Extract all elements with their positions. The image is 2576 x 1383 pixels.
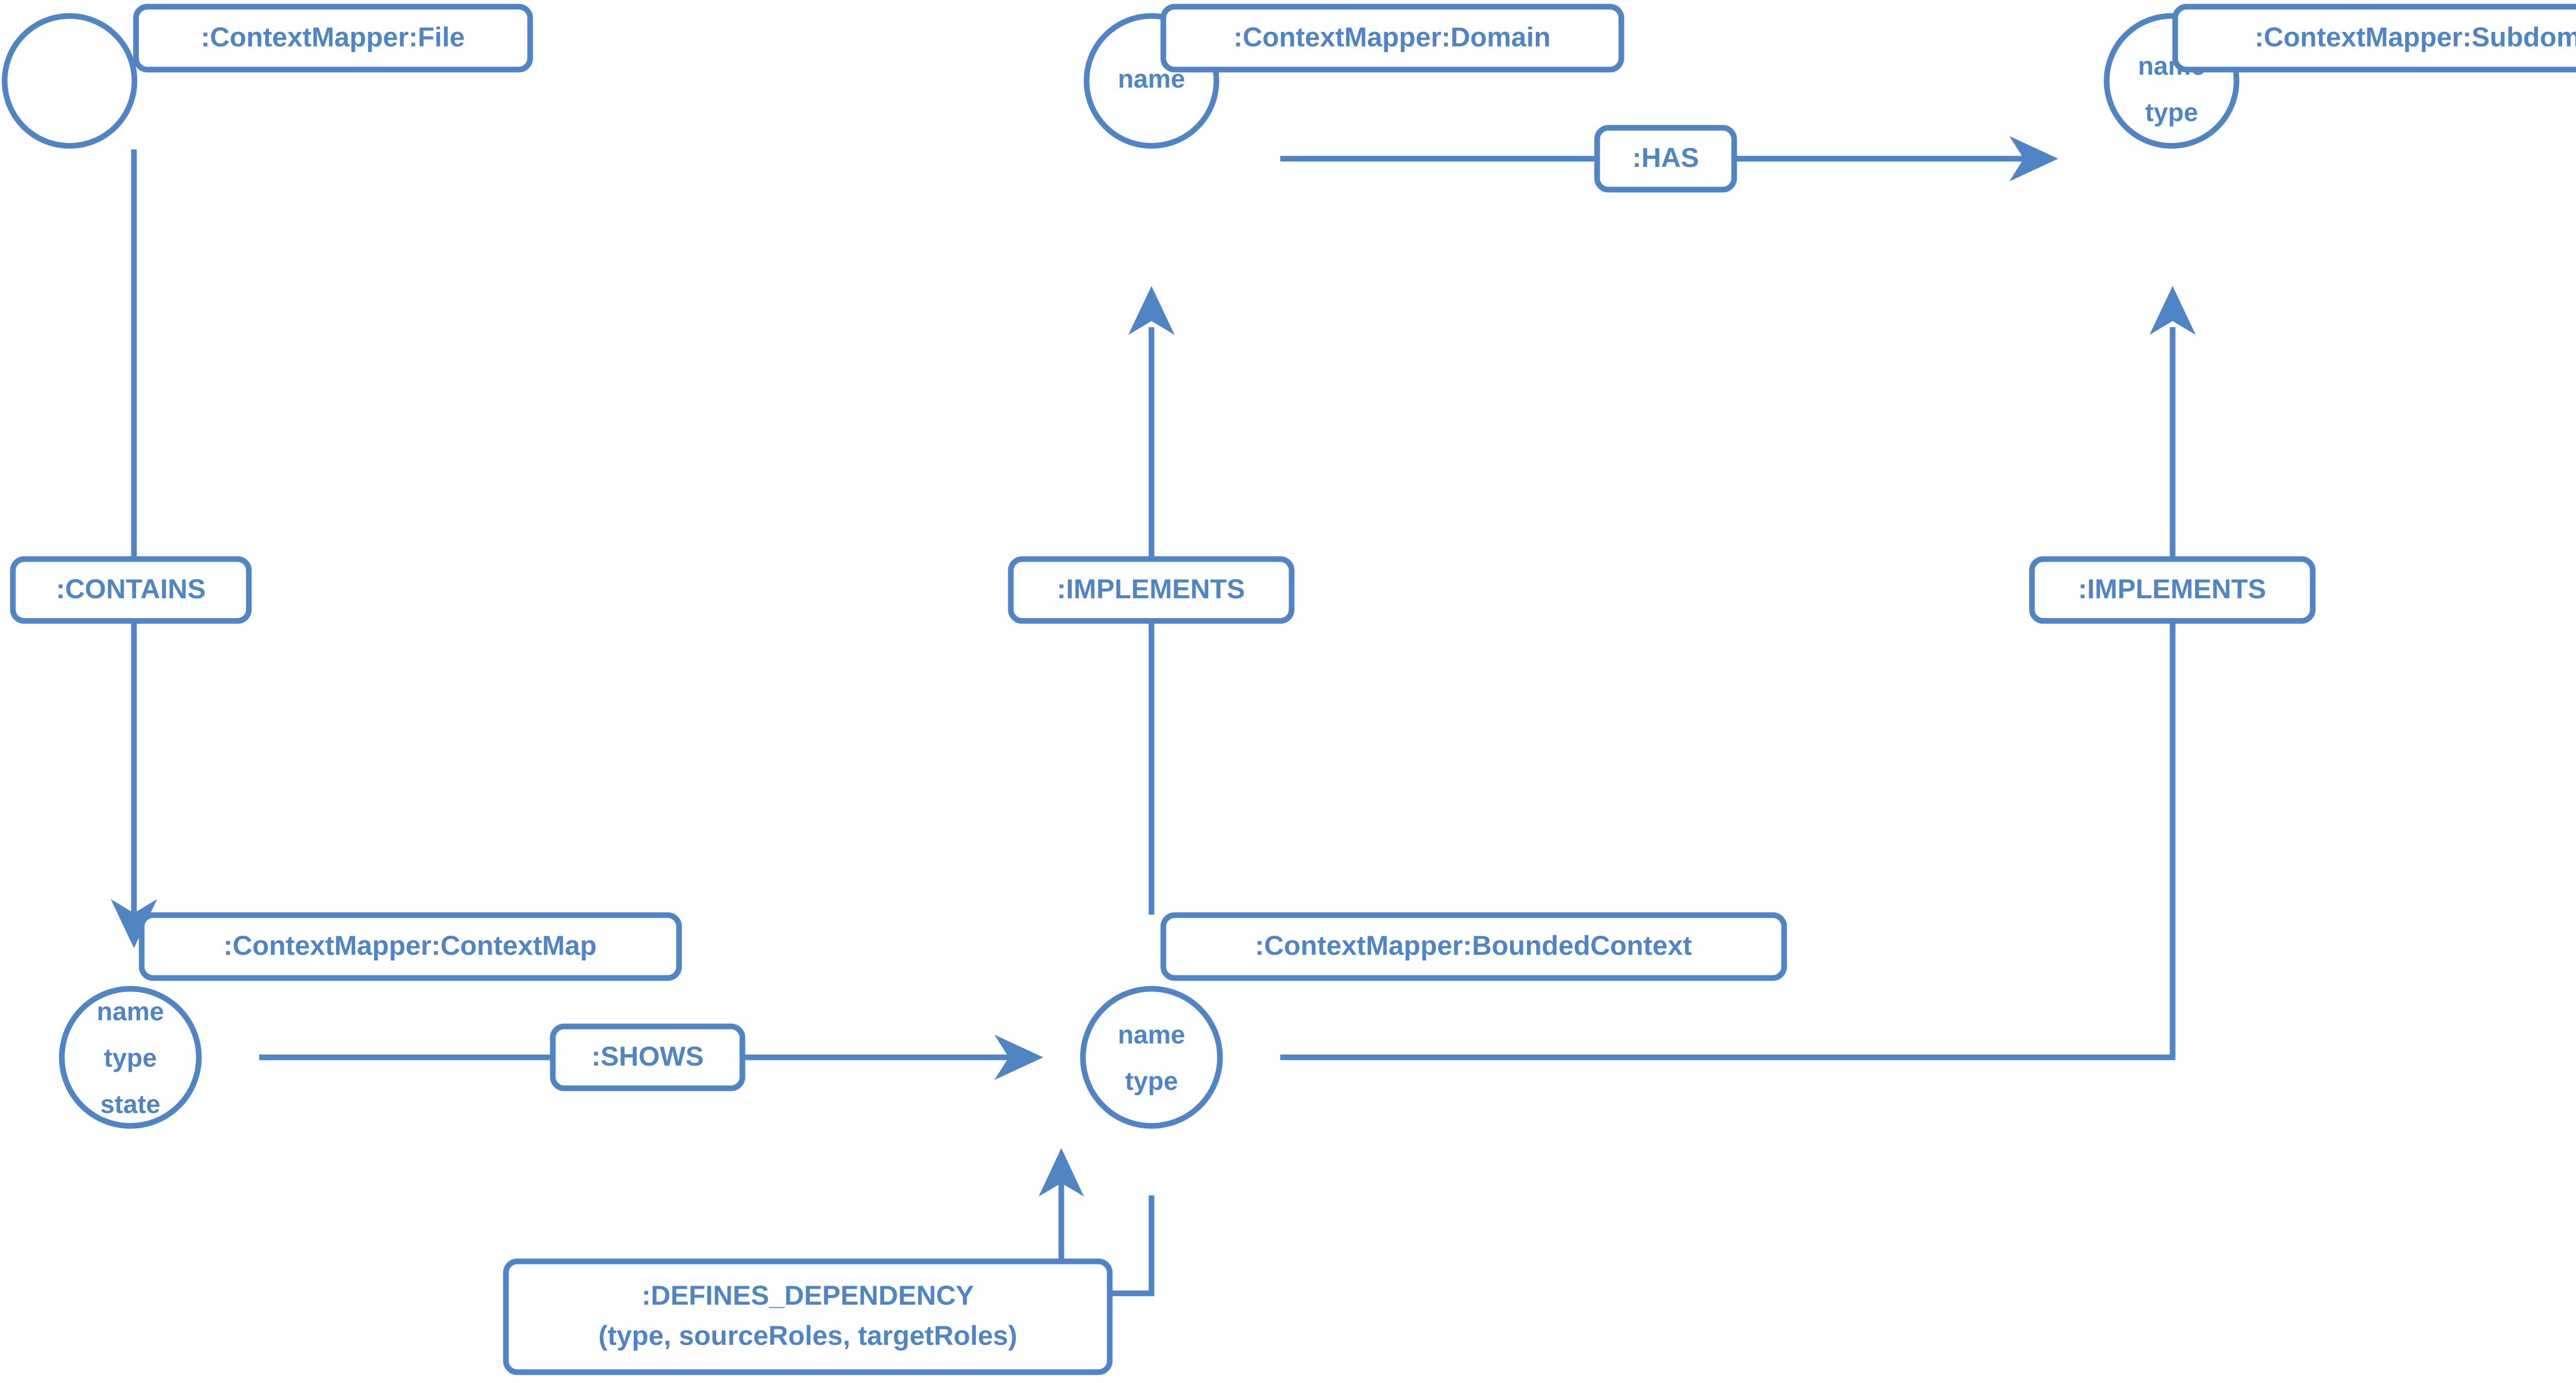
node-label-box[interactable] <box>2172 4 2576 73</box>
edge-contains <box>111 149 157 948</box>
node-label-text: :ContextMapper:BoundedContext <box>1255 931 1692 961</box>
node-circle-boundedcontext[interactable] <box>1080 986 1223 1129</box>
node-prop-label: name <box>97 997 164 1026</box>
rel-label-text-line2: (type, sourceRoles, targetRoles) <box>599 1321 1018 1351</box>
edge-defines-dependency-line-up <box>1051 1180 1064 1268</box>
rel-label-text: :SHOWS <box>591 1041 704 1072</box>
edge-has-arrowhead <box>2009 136 2058 181</box>
node-label-box[interactable] <box>1160 912 1787 981</box>
rel-label-implements-subdomain[interactable]: :IMPLEMENTS <box>2029 556 2316 624</box>
edge-defines-dependency-arrowhead <box>1039 1148 1084 1196</box>
edge-shows <box>259 1035 1043 1080</box>
edge-implements-subdomain-line-lower <box>1280 621 2176 1060</box>
node-prop-label: type <box>1125 1067 1178 1095</box>
node-prop-label: state <box>100 1090 161 1119</box>
node-label-box[interactable] <box>1160 4 1624 73</box>
edge-implements-subdomain-arrowhead <box>2149 286 2196 335</box>
node-circle-file[interactable] <box>2 13 138 149</box>
node-label-text: :ContextMapper:ContextMap <box>224 931 597 961</box>
rel-label-text: :CONTAINS <box>56 574 206 604</box>
rel-label-text: :HAS <box>1632 143 1699 173</box>
rel-label-box[interactable] <box>2029 556 2316 624</box>
edge-defines-dependency-line-down <box>1110 1195 1155 1296</box>
node-label-domain[interactable]: :ContextMapper:Domain <box>1160 4 1624 73</box>
rel-label-implements-domain[interactable]: :IMPLEMENTS <box>1008 556 1295 624</box>
rel-label-box[interactable] <box>550 1023 745 1091</box>
rel-label-text-line1: :DEFINES_DEPENDENCY <box>642 1280 974 1311</box>
node-prop-label: type <box>2145 98 2198 127</box>
node-label-subdomain[interactable]: :ContextMapper:Subdomain <box>2172 4 2576 73</box>
node-circle-domain[interactable] <box>1083 13 1219 149</box>
node-label-box[interactable] <box>139 912 682 981</box>
node-label-text: :ContextMapper:File <box>201 22 465 53</box>
rel-label-text: :IMPLEMENTS <box>2078 574 2266 604</box>
rel-label-shows[interactable]: :SHOWS <box>550 1023 745 1091</box>
node-circle-contextmap[interactable] <box>59 986 202 1129</box>
edge-implements-domain <box>1128 286 1175 915</box>
rel-label-box[interactable] <box>503 1258 1113 1375</box>
rel-label-box[interactable] <box>10 556 252 624</box>
edge-contains-arrowhead <box>111 899 157 948</box>
node-circle-subdomain[interactable] <box>2104 13 2240 149</box>
rel-label-box[interactable] <box>1594 125 1737 193</box>
node-label-text: :ContextMapper:Subdomain <box>2255 22 2576 53</box>
rel-label-has[interactable]: :HAS <box>1594 125 1737 193</box>
node-label-contextmap[interactable]: :ContextMapper:ContextMap <box>139 912 682 981</box>
rel-label-contains[interactable]: :CONTAINS <box>10 556 252 624</box>
node-props-boundedcontext: name type <box>1118 1020 1185 1095</box>
rel-label-box[interactable] <box>1008 556 1295 624</box>
node-label-boundedcontext[interactable]: :ContextMapper:BoundedContext <box>1160 912 1787 981</box>
node-label-box[interactable] <box>133 4 533 73</box>
edge-has <box>1280 136 2058 181</box>
rel-label-defines-dependency[interactable]: :DEFINES_DEPENDENCY (type, sourceRoles, … <box>503 1258 1113 1375</box>
node-prop-label: name <box>1118 1020 1185 1049</box>
edge-implements-domain-arrowhead <box>1128 286 1175 335</box>
node-label-file[interactable]: :ContextMapper:File <box>133 4 533 73</box>
edge-shows-arrowhead <box>994 1035 1043 1080</box>
node-prop-label: type <box>104 1043 157 1072</box>
node-label-text: :ContextMapper:Domain <box>1233 22 1550 53</box>
node-props-contextmap: name type state <box>97 997 164 1119</box>
rel-label-text: :IMPLEMENTS <box>1057 574 1245 604</box>
edge-implements-subdomain <box>1280 286 2196 1060</box>
